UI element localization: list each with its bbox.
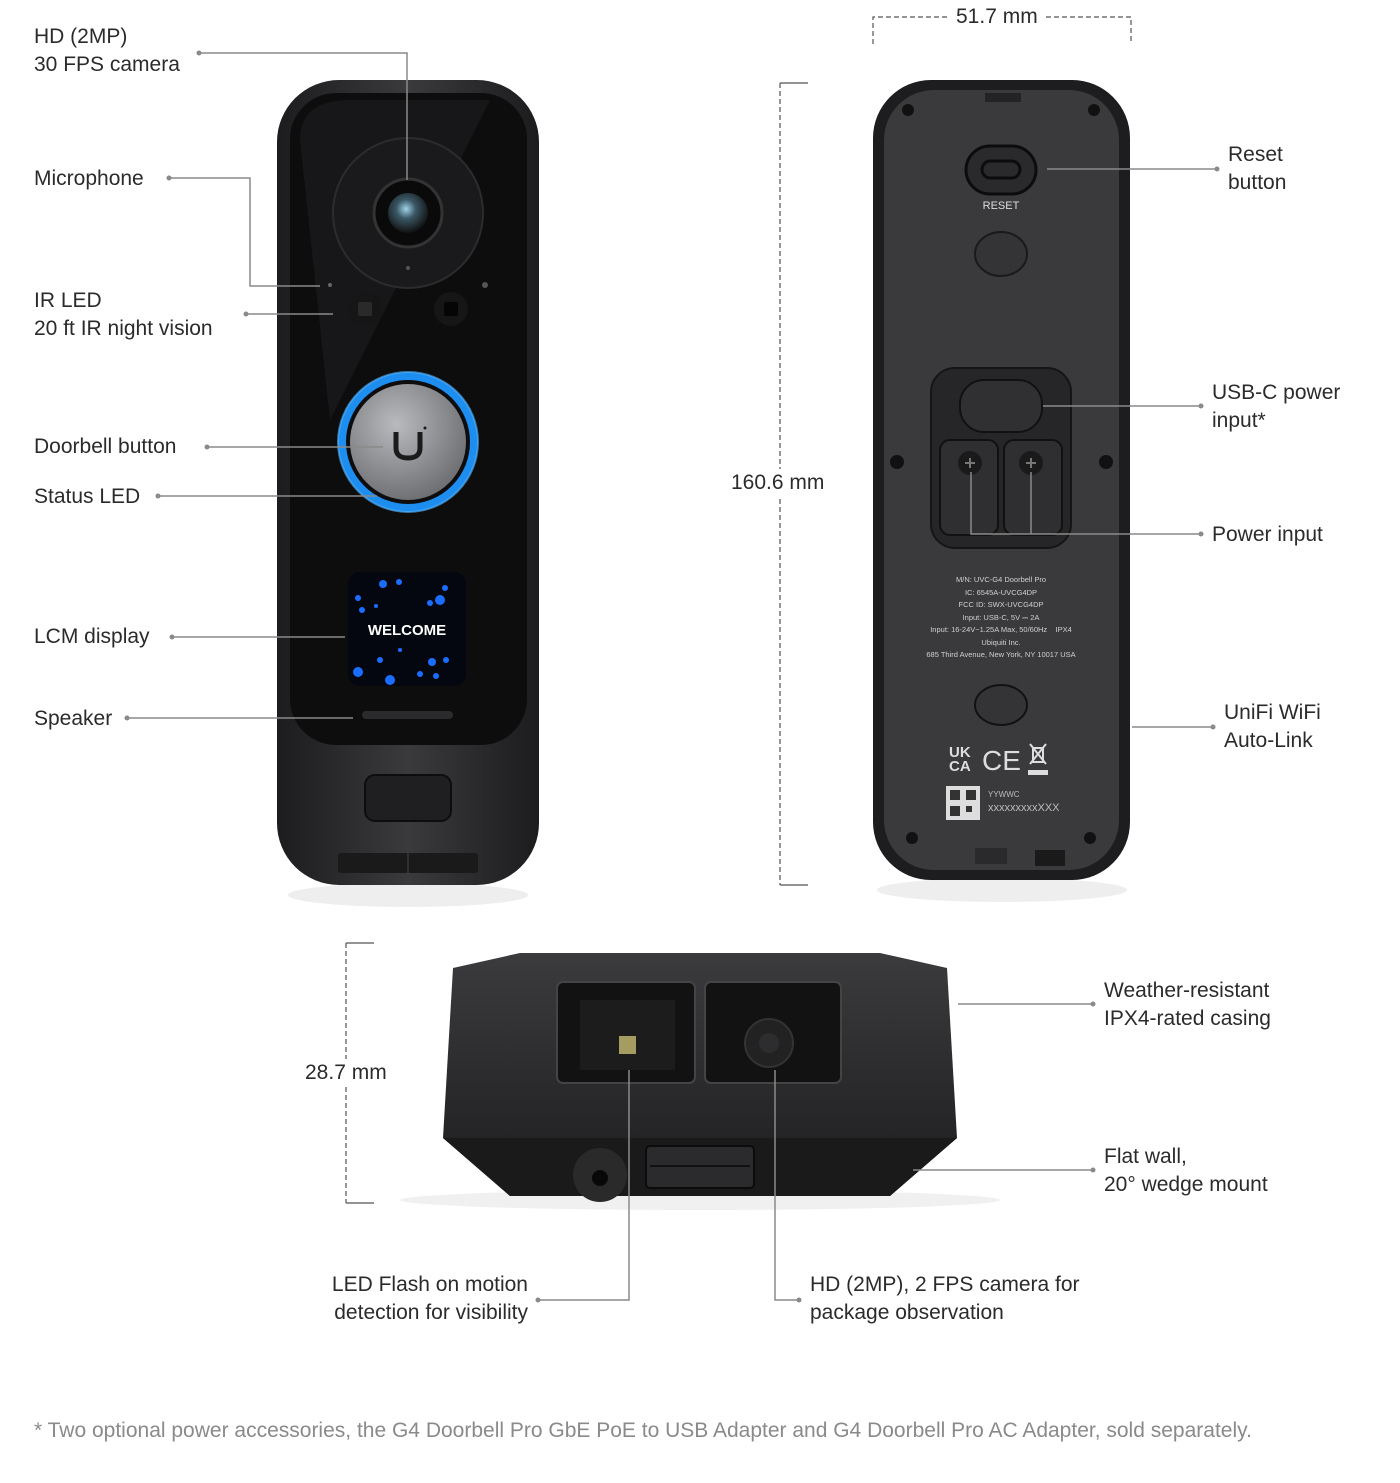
label-line: 30 FPS camera [34,53,180,76]
led-flash-icon [619,1036,636,1054]
label-line: IR LED [34,289,102,312]
label-speaker: Speaker [34,707,113,730]
serial-number: xxxxxxxxxXXX [988,802,1060,814]
dimension-depth: 28.7 mm [299,1059,393,1087]
ir-led-icon [348,292,468,326]
label-line: input* [1212,409,1266,432]
label-camera: HD (2MP) 30 FPS camera [34,23,180,79]
label-line: Reset [1228,143,1283,166]
weee-icon [1029,743,1047,765]
reset-text: RESET [982,200,1020,212]
doorbell-button [337,371,479,513]
label-usbc: USB-C power input* [1212,379,1340,435]
label-line: Ubiquiti Inc. [981,637,1021,647]
lcm-display [348,572,466,686]
uk-text: UK [949,744,971,761]
dimension-height: 160.6 mm [725,469,831,497]
label-line: Input: 16-24V~1.25A Max, 50/60Hz IPX4 [930,625,1072,634]
label-line: Auto-Link [1224,729,1313,752]
speaker-grille [362,711,453,719]
label-mount: Flat wall, 20° wedge mount [1104,1143,1268,1199]
label-lcm-display: LCM display [34,625,150,648]
label-doorbell-button: Doorbell button [34,435,177,458]
label-line: Weather-resistant [1104,979,1270,1002]
front-device [277,80,539,907]
label-line: HD (2MP), 2 FPS camera for [810,1273,1080,1296]
label-led-flash: LED Flash on motion detection for visibil… [300,1271,528,1327]
label-line: HD (2MP) [34,25,128,48]
date-code: YYWWC [988,790,1020,799]
reset-button [964,144,1038,196]
footnote: * Two optional power accessories, the G4… [34,1419,1252,1442]
regulatory-label: M/N: UVC-G4 Doorbell Pro IC: 6545A-UVCG4… [890,574,1112,662]
label-line: USB-C power [1212,381,1341,404]
label-line: Input: USB-C, 5V ⎓ 2A [962,612,1040,622]
label-reset: Reset button [1228,141,1286,197]
wifi-auto-link-button [974,684,1028,726]
label-line: 20° wedge mount [1104,1173,1268,1196]
microphone-icon [328,283,332,287]
label-line: UniFi WiFi [1224,701,1321,724]
label-line: IC: 6545A-UVCG4DP [964,587,1038,597]
back-device [873,80,1130,902]
lcm-welcome-text: WELCOME [367,622,447,639]
ce-mark: CE [982,745,1021,776]
ca-text: CA [949,758,971,775]
label-line: 685 Third Avenue, New York, NY 10017 USA [926,650,1076,659]
label-line: LED Flash on motion [331,1273,528,1296]
label-line: detection for visibility [334,1301,528,1324]
label-line: FCC ID: SWX-UVCG4DP [958,600,1044,609]
label-line: button [1228,171,1287,194]
port-panel [930,367,1072,549]
label-line: 20 ft IR night vision [34,317,213,340]
label-line: IPX4-rated casing [1104,1007,1271,1030]
camera-icon [332,137,484,289]
bottom-device [400,953,1000,1210]
leader-lines [127,52,1217,1301]
label-line: Flat wall, [1104,1145,1187,1168]
label-ir-led: IR LED 20 ft IR night vision [34,287,213,343]
package-camera-icon [744,1018,794,1068]
label-power-input: Power input [1212,523,1323,546]
dimension-width: 51.7 mm [950,3,1044,31]
label-status-led: Status LED [34,485,141,508]
ukca-mark: UK CA [949,744,971,775]
usb-c-port [959,379,1043,433]
label-line: M/N: UVC-G4 Doorbell Pro [955,575,1047,584]
label-package-camera: HD (2MP), 2 FPS camera for package observ… [810,1271,1080,1327]
label-microphone: Microphone [34,167,144,190]
label-line: package observation [810,1301,1004,1324]
